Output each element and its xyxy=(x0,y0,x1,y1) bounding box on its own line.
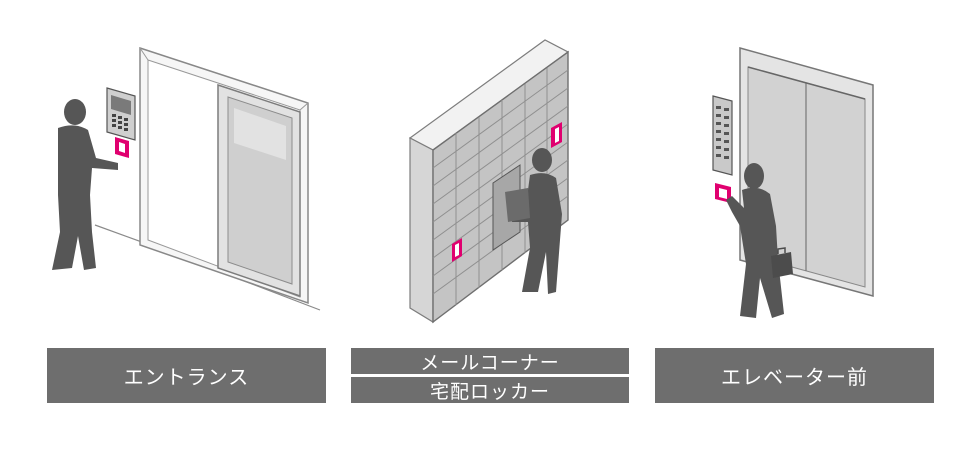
card-reader-icon xyxy=(115,137,129,158)
entrance-glass-door xyxy=(217,83,301,298)
intercom-panel-icon xyxy=(106,87,136,141)
locker-cabinet-icon xyxy=(408,39,570,324)
person-silhouette-icon xyxy=(505,148,562,294)
person-silhouette-icon xyxy=(52,99,118,270)
briefcase-icon xyxy=(771,247,793,278)
entrance-label: エントランス xyxy=(47,348,326,403)
person-silhouette-icon xyxy=(726,163,784,318)
elevator-front-label: エレベーター前 xyxy=(655,348,934,403)
elevator-panel-icon xyxy=(712,95,733,176)
delivery-locker-label: 宅配ロッカー xyxy=(351,377,629,403)
mail-corner-label: メールコーナー xyxy=(351,348,629,374)
card-reader-icon xyxy=(715,183,731,203)
